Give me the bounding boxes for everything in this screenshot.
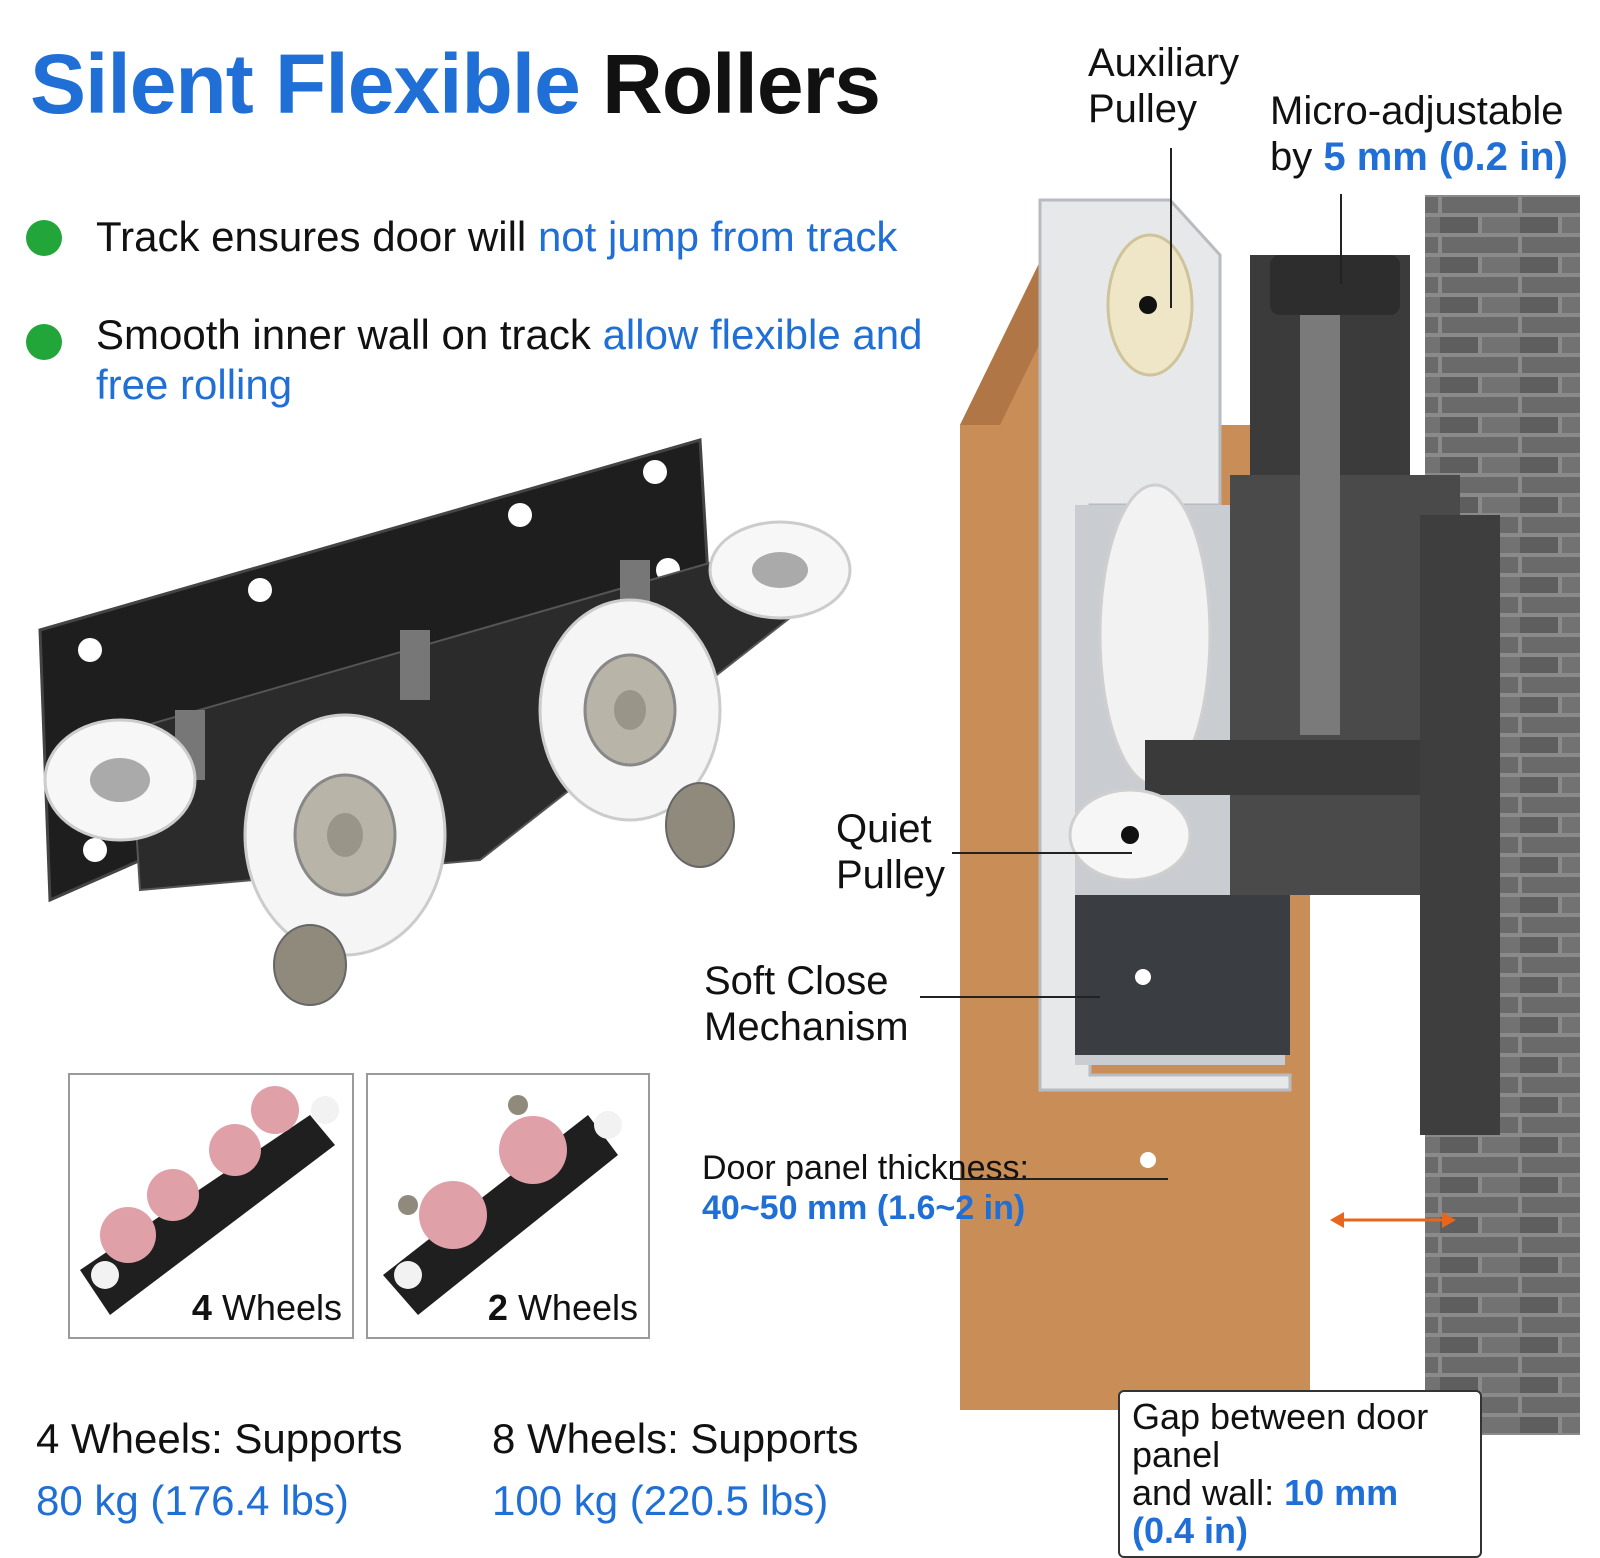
bullet-highlight: not jump from track (537, 213, 898, 260)
callout-line: Pulley (836, 853, 945, 897)
callout-line: Mechanism (704, 1005, 909, 1049)
leader-line (1170, 148, 1172, 308)
title-rest: Rollers (602, 37, 881, 131)
callout-line: Pulley (1088, 87, 1197, 131)
callout-panel-thickness: Door panel thickness: 40~50 mm (1.6~2 in… (702, 1148, 1029, 1228)
bullet-item-2: Smooth inner wall on track allow flexibl… (96, 310, 976, 410)
variant-count: 4 (191, 1287, 212, 1328)
callout-value: 40~50 mm (1.6~2 in) (702, 1189, 1026, 1227)
callout-line: Gap between door panel (1132, 1396, 1429, 1475)
callout-value: 5 mm (0.2 in) (1323, 135, 1568, 179)
spec-label: 8 Wheels: Supports (492, 1415, 859, 1462)
spec-value: 80 kg (176.4 lbs) (36, 1477, 349, 1524)
callout-line: Micro-adjustable (1270, 89, 1564, 133)
callout-prefix: by (1270, 135, 1324, 179)
main-wheel-left (243, 713, 447, 957)
spec-4-wheels: 4 Wheels: Supports 80 kg (176.4 lbs) (36, 1408, 403, 1532)
callout-quiet-pulley: Quiet Pulley (836, 806, 945, 898)
variant-illustration (80, 1086, 339, 1315)
bullet-dot-icon (26, 220, 62, 256)
callout-line: Door panel thickness: (702, 1149, 1029, 1187)
spec-8-wheels: 8 Wheels: Supports 100 kg (220.5 lbs) (492, 1408, 859, 1532)
variant-4-wheels: 4 Wheels (68, 1073, 354, 1339)
callout-soft-close: Soft Close Mechanism (704, 958, 909, 1050)
spec-value: 100 kg (220.5 lbs) (492, 1477, 829, 1524)
callout-line: Soft Close (704, 959, 889, 1003)
bullet-highlight: allow flexible and (602, 311, 923, 358)
variant-label: Wheels (211, 1287, 342, 1328)
leader-line (920, 996, 1100, 998)
callout-micro-adjustable: Micro-adjustable by 5 mm (0.2 in) (1270, 88, 1568, 180)
variant-count: 2 (487, 1287, 508, 1328)
leader-line (952, 852, 1132, 854)
dimension-arrow-icon (1330, 1212, 1456, 1228)
callout-prefix: and wall: (1132, 1472, 1285, 1513)
page-title: Silent Flexible Rollers (30, 36, 881, 133)
variant-caption: 4 Wheels (192, 1287, 342, 1329)
variant-caption: 2 Wheels (488, 1287, 638, 1329)
bullet-highlight-2: free rolling (96, 361, 293, 408)
cross-section-illustration (960, 195, 1580, 1435)
bullet-text: Track ensures door will (96, 213, 538, 260)
side-wheel-left (43, 718, 197, 842)
callout-line: Quiet (836, 807, 932, 851)
callout-auxiliary-pulley: Auxiliary Pulley (1088, 40, 1239, 132)
main-wheel-right (538, 598, 722, 822)
bullet-item-1: Track ensures door will not jump from tr… (96, 212, 956, 262)
leader-line (1340, 194, 1342, 284)
variant-2-wheels: 2 Wheels (366, 1073, 650, 1339)
leader-line (952, 1178, 1168, 1180)
callout-gap: Gap between door panel and wall: 10 mm (… (1118, 1390, 1482, 1558)
variant-illustration (383, 1095, 622, 1315)
roller-assembly-illustration (38, 438, 852, 1006)
spec-label: 4 Wheels: Supports (36, 1415, 403, 1462)
side-wheel-right (708, 520, 852, 620)
title-highlight: Silent Flexible (30, 37, 581, 131)
variant-label: Wheels (507, 1287, 638, 1328)
bullet-dot-icon (26, 324, 62, 360)
callout-value: 10 mm (0.4 in) (1132, 1472, 1399, 1551)
bullet-text: Smooth inner wall on track (96, 311, 603, 358)
callout-line: Auxiliary (1088, 41, 1240, 85)
